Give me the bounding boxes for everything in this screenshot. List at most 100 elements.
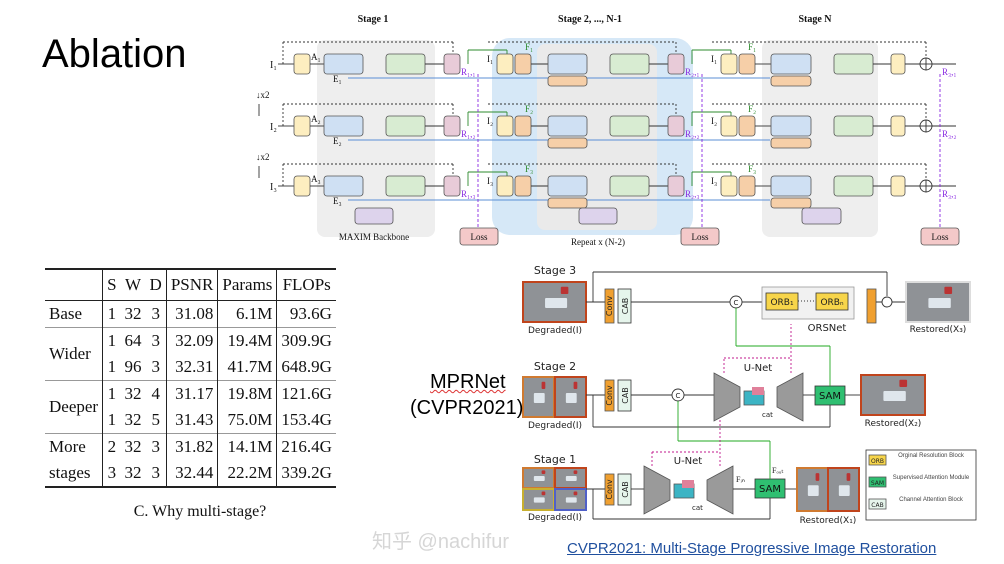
cross-feature-block: [547, 137, 588, 149]
table-cell: 3: [102, 460, 121, 487]
column-header: D: [149, 275, 162, 294]
output-block: [890, 53, 906, 75]
input-label: I₁: [270, 60, 277, 71]
input-block: [720, 115, 738, 137]
row-group-label-line: stages: [49, 463, 91, 482]
downsample-label: ↓x2: [256, 152, 270, 162]
output-block: [890, 115, 906, 137]
output-label: R₁,₂: [461, 129, 476, 139]
degraded-label: Degraded(I): [528, 326, 582, 336]
table-cell: 216.4G: [276, 433, 336, 460]
car-shape: [565, 497, 577, 503]
unet-decoder: [706, 465, 734, 515]
table-cell: 3: [151, 437, 160, 456]
legend-swatch: [868, 476, 887, 488]
cat-label: cat: [692, 504, 703, 512]
stage-label: Stage 3: [534, 264, 576, 277]
encoder-block: [547, 53, 588, 75]
cab-label: CAB: [621, 387, 630, 404]
output-label: R₂,₂: [685, 129, 700, 139]
table-cell: 32: [124, 437, 142, 456]
output-label: R₂,₁: [685, 67, 700, 77]
sam-block: [667, 53, 685, 75]
row-group-label: Wider: [49, 344, 91, 363]
sam-block: [443, 53, 461, 75]
input-block: [496, 53, 514, 75]
table-cell: 1: [102, 380, 121, 407]
car-shape: [545, 298, 568, 308]
sam-block: [443, 175, 461, 197]
car-shape: [565, 393, 577, 403]
input-block: [293, 115, 311, 137]
table-cell: 153.4G: [276, 407, 336, 434]
car-shape: [541, 470, 546, 474]
unet-decoder: [776, 372, 804, 422]
decoder-block: [385, 175, 426, 197]
loss-label: Loss: [470, 232, 488, 242]
concat-label: C: [676, 392, 681, 400]
conv-block: [604, 288, 615, 324]
downsample-label: ↓x2: [256, 90, 270, 100]
legend-text: Orginal Resolution Block: [898, 453, 964, 459]
car-shape: [565, 476, 577, 481]
input-block: [720, 53, 738, 75]
table-cell: 4: [151, 384, 160, 403]
conv-block: [866, 288, 877, 324]
car-shape: [807, 485, 819, 496]
table-cell: 3: [151, 304, 160, 323]
row-group-label: Base: [49, 304, 83, 323]
decoder-block: [833, 115, 874, 137]
car-shape: [533, 476, 545, 481]
cab-block: [617, 288, 632, 324]
orsnet-label: ORSNet: [808, 323, 847, 334]
e-label: E₁: [333, 74, 342, 84]
table-cell: 6.1M: [217, 300, 277, 328]
decoder-block: [385, 53, 426, 75]
image-thumbnail: [522, 281, 587, 323]
sam-block: [667, 115, 685, 137]
car-shape: [560, 286, 569, 294]
restored-label: Restored(X₂): [865, 419, 922, 429]
table-cell: 32: [124, 304, 142, 323]
row-group-label: Deeper: [49, 397, 99, 416]
paper-link[interactable]: CVPR2021: Multi-Stage Progressive Image …: [567, 540, 937, 557]
conv-block: [604, 379, 615, 412]
car-shape: [533, 393, 545, 403]
stage-label: Stage 2: [534, 360, 576, 373]
column-header: PSNR: [165, 269, 218, 301]
table-cell: 32: [124, 384, 142, 403]
loss-box: [459, 227, 499, 246]
column-header: W: [125, 275, 142, 294]
table-cell: 3: [151, 357, 160, 376]
stage-label: Stage 1: [534, 453, 576, 466]
feature-label: F₂: [525, 104, 533, 114]
table-cell: 31.82: [165, 433, 218, 460]
table-cell: 31.43: [165, 407, 218, 434]
encoder-block: [770, 175, 812, 197]
unet-encoder: [643, 465, 671, 515]
input-block: [293, 175, 311, 197]
table-cell: 1: [102, 354, 121, 381]
output-block: [890, 175, 906, 197]
orb-block: [815, 292, 849, 311]
cross-stage-block: [514, 115, 532, 137]
cross-feature-block: [770, 197, 812, 209]
car-shape: [573, 381, 578, 389]
stage-label: Stage N: [798, 14, 832, 25]
table-caption: C. Why multi-stage?: [133, 503, 267, 520]
column-header: FLOPs: [276, 269, 336, 301]
table-cell: 1: [102, 327, 121, 354]
stage-label: Stage 1: [358, 14, 389, 25]
car-shape: [838, 485, 850, 496]
bottleneck-block: [801, 207, 842, 225]
output-label: R₁,₃: [461, 189, 476, 199]
backbone-label: MAXIM Backbone: [339, 232, 409, 242]
input-block: [496, 175, 514, 197]
